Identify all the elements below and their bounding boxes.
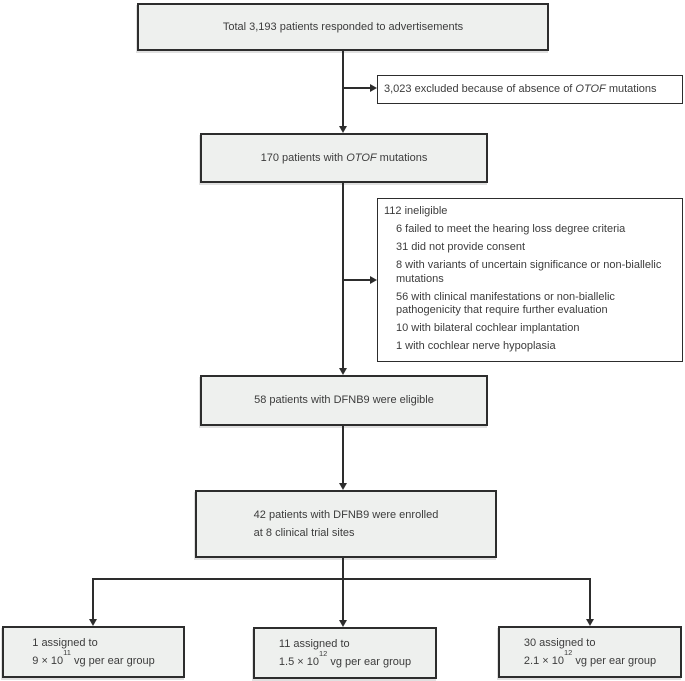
group-dose-line: 2.1 × 1012 vg per ear group — [523, 648, 657, 667]
ineligible-item: 10 with bilateral cochlear implantation — [396, 322, 580, 334]
box-enrolled: 42 patients with DFNB9 were enrolled at … — [195, 490, 497, 558]
group-count-line: 11 assigned to — [278, 638, 350, 650]
arrowhead-down-icon — [339, 368, 347, 375]
enrolled-line-1: 42 patients with DFNB9 were enrolled — [253, 509, 439, 521]
box-group-mid-dose: 11 assigned to 1.5 × 1012 vg per ear gro… — [253, 627, 437, 679]
ineligible-item: 8 with variants of uncertain significanc… — [396, 259, 662, 285]
ineligible-item: 1 with cochlear nerve hypoplasia — [396, 340, 556, 352]
box-total-responded: Total 3,193 patients responded to advert… — [137, 3, 549, 51]
flow-line-right-drop — [589, 578, 591, 620]
arrowhead-down-icon — [339, 620, 347, 627]
arrowhead-down-icon — [339, 483, 347, 490]
box-group-low-dose: 1 assigned to 9 × 1011 vg per ear group — [2, 626, 185, 678]
box-ineligible: 112 ineligible 6 failed to meet the hear… — [377, 198, 683, 362]
box-eligible-text: 58 patients with DFNB9 were eligible — [254, 394, 434, 407]
arrowhead-right-icon — [370, 84, 377, 92]
box-eligible: 58 patients with DFNB9 were eligible — [200, 375, 488, 426]
box-total-responded-text: Total 3,193 patients responded to advert… — [222, 20, 464, 33]
arrowhead-down-icon — [586, 619, 594, 626]
dose-exponent: 11 — [63, 648, 71, 658]
flow-line-branch-1 — [343, 87, 370, 89]
group-count-line: 30 assigned to — [523, 637, 596, 649]
group-dose-line: 9 × 1011 vg per ear group — [32, 648, 155, 667]
ineligible-item: 56 with clinical manifestations or non-b… — [396, 290, 615, 317]
arrowhead-down-icon — [89, 619, 97, 626]
box-group-high-dose-text: 30 assigned to 2.1 × 1012 vg per ear gro… — [524, 634, 656, 670]
group-count-line: 1 assigned to — [32, 637, 98, 649]
box-group-mid-dose-text: 11 assigned to 1.5 × 1012 vg per ear gro… — [279, 635, 411, 671]
box-group-low-dose-text: 1 assigned to 9 × 1011 vg per ear group — [32, 634, 154, 670]
box-enrolled-text: 42 patients with DFNB9 were enrolled at … — [254, 506, 439, 542]
flow-line-distribution-bar — [92, 578, 591, 580]
box-group-high-dose: 30 assigned to 2.1 × 1012 vg per ear gro… — [498, 626, 682, 678]
flow-line-vertical-3 — [342, 426, 344, 483]
flow-line-middle-drop — [342, 578, 344, 620]
dose-exponent: 12 — [318, 649, 328, 659]
arrowhead-right-icon — [370, 276, 377, 284]
box-otof-mutations-text: 170 patients with OTOF mutations — [260, 151, 428, 164]
arrowhead-down-icon — [339, 126, 347, 133]
flow-line-vertical-2 — [342, 183, 344, 369]
flow-line-branch-2 — [343, 279, 370, 281]
box-otof-mutations: 170 patients with OTOF mutations — [200, 133, 488, 183]
ineligible-title: 112 ineligible — [384, 205, 448, 217]
flow-line-left-drop — [92, 578, 94, 620]
box-excluded-text: 3,023 excluded because of absence of OTO… — [384, 83, 657, 96]
flow-line-vertical-4 — [342, 558, 344, 579]
gene-symbol: OTOF — [346, 151, 377, 164]
group-dose-line: 1.5 × 1012 vg per ear group — [278, 649, 412, 668]
dose-exponent: 12 — [563, 648, 573, 658]
box-excluded: 3,023 excluded because of absence of OTO… — [377, 75, 683, 104]
enrolled-line-2: at 8 clinical trial sites — [253, 527, 355, 539]
gene-symbol: OTOF — [575, 83, 606, 96]
ineligible-item: 31 did not provide consent — [396, 241, 526, 253]
ineligible-item: 6 failed to meet the hearing loss degree… — [396, 223, 626, 235]
